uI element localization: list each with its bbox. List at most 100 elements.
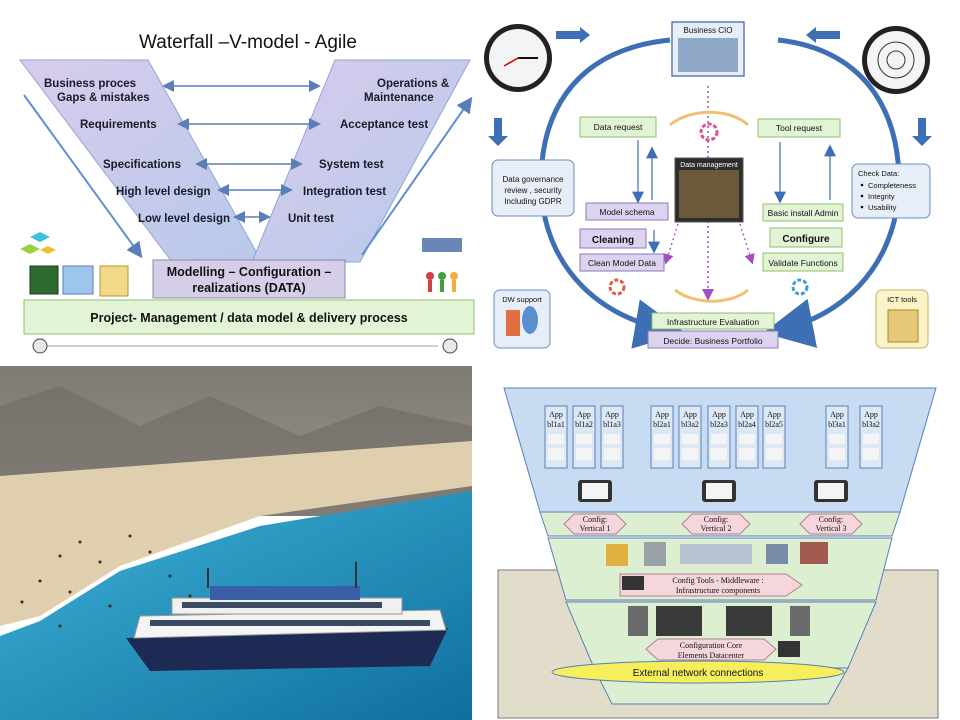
app-5-id: bl3a2 bbox=[681, 420, 699, 429]
cube-stack-icon bbox=[20, 232, 56, 254]
v-right-label-3: Acceptance test bbox=[340, 119, 428, 131]
cleaning-label: Cleaning bbox=[592, 235, 634, 246]
config-vertical-1 bbox=[563, 513, 627, 535]
governance-line-2: review , security bbox=[504, 186, 561, 195]
sand-beach bbox=[0, 441, 472, 626]
database-icon bbox=[522, 306, 538, 334]
v-left-label-3: Requirements bbox=[80, 119, 157, 131]
app-1-label: App bbox=[549, 410, 563, 419]
config-vertical-3-line1: Config: bbox=[819, 515, 843, 524]
v-left-label-6: Low level design bbox=[138, 213, 230, 225]
people-icon bbox=[422, 238, 462, 292]
network-cloud bbox=[551, 660, 845, 684]
tools-icon bbox=[606, 544, 628, 566]
core-line-2: Elements Datacenter bbox=[678, 651, 745, 660]
server-icon bbox=[766, 544, 788, 564]
app-8-id: bl2a5 bbox=[765, 420, 783, 429]
governance-line-3: Including GDPR bbox=[504, 197, 562, 206]
app-9-label: App bbox=[830, 410, 844, 419]
v-left-label-5: High level design bbox=[116, 186, 211, 198]
decide-portfolio-box bbox=[647, 330, 779, 349]
v-bar-label: Project- Management / data model & deliv… bbox=[90, 311, 408, 325]
middleware-line-1: Config Tools - Middleware : bbox=[672, 576, 763, 585]
core-line-1: Configuration Core bbox=[680, 641, 743, 650]
datacenter-image bbox=[656, 606, 702, 636]
config-vertical-1-line2: Vertical 1 bbox=[580, 524, 611, 533]
data-governance-box bbox=[491, 159, 575, 217]
app-5-label: App bbox=[683, 410, 697, 419]
app-6-id: bl2a3 bbox=[710, 420, 728, 429]
monitor-icon bbox=[778, 641, 800, 657]
app-1-id: bl1a1 bbox=[547, 420, 565, 429]
app-10-id: bl3a2 bbox=[862, 420, 880, 429]
beach-boat-photo bbox=[0, 366, 472, 720]
circuit-board-icon bbox=[29, 265, 59, 295]
network-icon bbox=[680, 544, 752, 564]
app-6-label: App bbox=[712, 410, 726, 419]
app-8-label: App bbox=[767, 410, 781, 419]
config-vertical-2-line2: Vertical 2 bbox=[701, 524, 732, 533]
business-cio-label: Business CIO bbox=[684, 26, 733, 35]
model-schema-box bbox=[585, 202, 669, 221]
v-right-label-6: Unit test bbox=[288, 213, 334, 225]
app-3-label: App bbox=[605, 410, 619, 419]
config-vertical-1-line1: Config: bbox=[583, 515, 607, 524]
cycle-icon bbox=[608, 278, 626, 296]
business-people-image bbox=[678, 38, 738, 72]
decide-portfolio-label: Decide: Business Portfolio bbox=[663, 336, 762, 346]
monitor-icon bbox=[622, 576, 644, 590]
network-label: External network connections bbox=[633, 668, 764, 679]
data-management-label: Data management bbox=[680, 162, 738, 169]
infrastructure-evaluation-box bbox=[651, 312, 775, 330]
datacenter-image bbox=[726, 606, 772, 636]
clean-model-data-label: Clean Model Data bbox=[588, 258, 656, 268]
config-vertical-3-line2: Vertical 3 bbox=[816, 524, 847, 533]
configure-box bbox=[769, 227, 843, 248]
wall-clock-icon bbox=[484, 24, 552, 92]
v-right-label-4: System test bbox=[319, 159, 384, 171]
app-2-label: App bbox=[577, 410, 591, 419]
database-icon bbox=[506, 310, 520, 336]
database-icon bbox=[644, 542, 666, 566]
v-left-label-1: Business proces bbox=[44, 78, 136, 90]
server-rack-icon bbox=[887, 309, 919, 343]
validate-functions-label: Validate Functions bbox=[768, 258, 837, 268]
check-data-item-3: Usability bbox=[868, 203, 897, 212]
right-arrow-icon bbox=[556, 27, 590, 43]
config-tools-middleware-box bbox=[619, 573, 803, 597]
down-arrow-icon bbox=[488, 118, 508, 146]
middleware-line-2: Infrastructure components bbox=[676, 586, 760, 595]
v-left-label-4: Specifications bbox=[103, 159, 181, 171]
v-right-label-2: Maintenance bbox=[364, 92, 434, 104]
v-model-title: Waterfall –V-model - Agile bbox=[139, 32, 357, 53]
basic-install-box bbox=[762, 203, 844, 222]
server-rack-icon bbox=[99, 265, 129, 297]
config-vertical-3 bbox=[799, 513, 863, 535]
v-left-label-2: Gaps & mistakes bbox=[57, 92, 150, 104]
ict-tools-label: ICT tools bbox=[887, 295, 917, 304]
governance-line-1: Data governance bbox=[503, 175, 564, 184]
data-management-cycle-panel: Business CIO Data management Data reques… bbox=[480, 0, 960, 362]
wall-clock-icon bbox=[862, 26, 930, 94]
app-10-label: App bbox=[864, 410, 878, 419]
check-data-title: Check Data: bbox=[858, 169, 899, 178]
app-7-id: bl2a4 bbox=[738, 420, 756, 429]
cycle-icon bbox=[699, 122, 719, 142]
v-bottom-label-2: realizations (DATA) bbox=[192, 281, 305, 295]
dw-support-label: DW support bbox=[502, 295, 543, 304]
tool-request-box bbox=[757, 118, 841, 138]
v-delivery-bar bbox=[23, 299, 475, 335]
config-vertical-2 bbox=[681, 513, 751, 535]
down-arrow-icon bbox=[912, 118, 932, 146]
v-bottom-box bbox=[152, 259, 346, 299]
cycle-icon bbox=[791, 278, 809, 296]
left-arrow-icon bbox=[806, 27, 840, 43]
validate-functions-box bbox=[762, 252, 844, 272]
v-right-label-5: Integration test bbox=[303, 186, 386, 198]
hardware-icon bbox=[800, 542, 828, 564]
app-boxes bbox=[544, 405, 883, 469]
check-data-item-1: Completeness bbox=[868, 181, 916, 190]
data-request-box bbox=[579, 116, 657, 138]
infrastructure-evaluation-label: Infrastructure Evaluation bbox=[667, 317, 759, 327]
